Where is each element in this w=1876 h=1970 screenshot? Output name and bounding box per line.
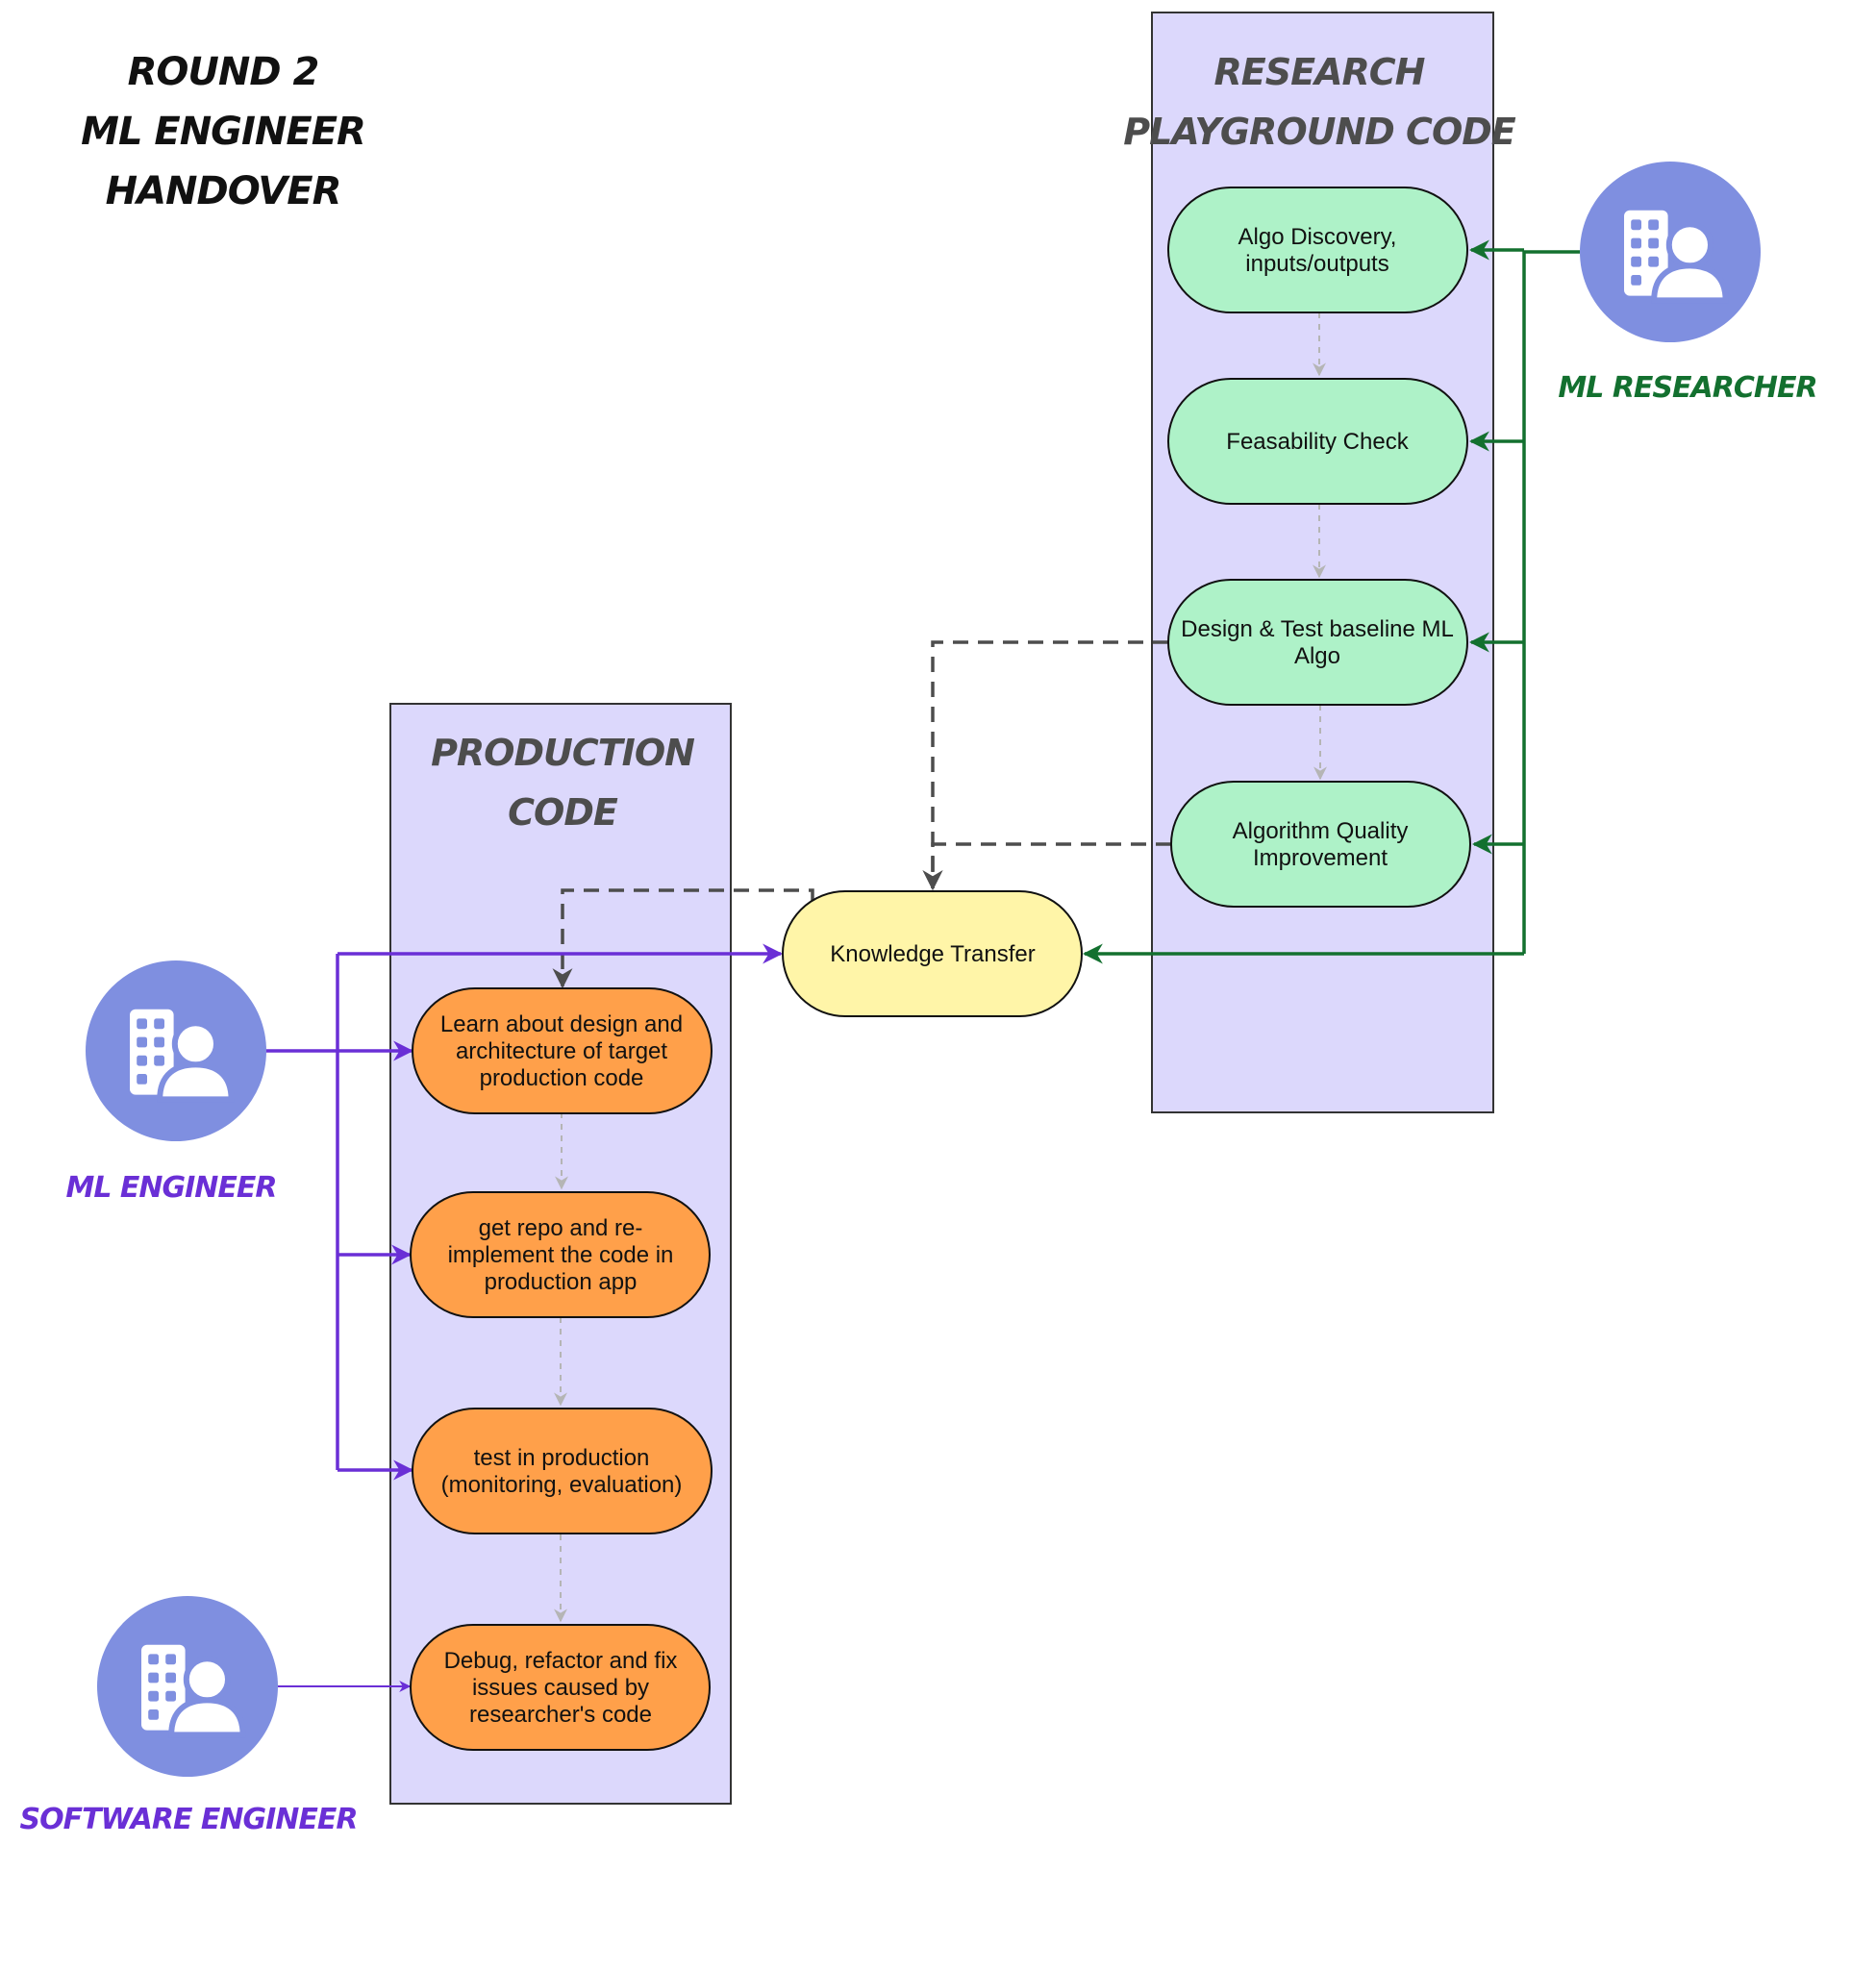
production-step-1-line-2: architecture of target [456, 1038, 667, 1064]
research-step-4-line-1: Algorithm Quality [1233, 818, 1409, 844]
step-connectors [554, 312, 1327, 1623]
research-step-2: Feasability Check [1167, 378, 1468, 505]
research-step-1-line-2: inputs/outputs [1245, 251, 1388, 277]
software-engineer-label: SOFTWARE ENGINEER [20, 1803, 358, 1836]
research-step-1: Algo Discovery, inputs/outputs [1167, 187, 1468, 313]
ml-researcher-avatar [1580, 162, 1761, 342]
research-lane-title-2: PLAYGROUND CODE [1123, 111, 1516, 153]
researcher-arrows [1082, 239, 1580, 964]
research-step-4: Algorithm Quality Improvement [1170, 781, 1471, 908]
production-step-4: Debug, refactor and fix issues caused by… [410, 1624, 711, 1751]
research-lane [1151, 12, 1494, 1113]
research-step-3-line-2: Algo [1294, 643, 1340, 669]
link-quality-to-kt [922, 842, 1171, 891]
knowledge-transfer-label: Knowledge Transfer [830, 941, 1035, 967]
production-lane-title-2: CODE [508, 791, 618, 834]
link-design-to-kt [922, 640, 1168, 891]
production-step-4-line-3: researcher's code [469, 1702, 652, 1728]
software-engineer-avatar [97, 1596, 278, 1777]
production-step-2-line-3: production app [485, 1269, 638, 1295]
research-lane-title-1: RESEARCH [1214, 51, 1425, 93]
production-step-4-line-1: Debug, refactor and fix [444, 1648, 678, 1674]
production-lane-title-1: PRODUCTION [431, 732, 694, 774]
research-step-4-line-2: Improvement [1253, 845, 1388, 871]
production-step-2-line-1: get repo and re- [479, 1215, 643, 1241]
title-line-2: ML ENGINEER [81, 110, 365, 154]
researcher-trunk [1522, 250, 1580, 954]
production-step-1-line-3: production code [480, 1065, 644, 1091]
research-step-1-line-1: Algo Discovery, [1238, 224, 1397, 250]
ml-engineer-avatar [86, 960, 266, 1141]
ml-researcher-label: ML RESEARCHER [1558, 371, 1816, 405]
ml-engineer-label: ML ENGINEER [66, 1171, 277, 1205]
engineer-arrows [265, 943, 784, 1481]
production-step-3-line-2: (monitoring, evaluation) [441, 1472, 683, 1498]
production-step-2: get repo and re- implement the code in p… [410, 1191, 711, 1318]
production-step-3-line-1: test in production [474, 1445, 650, 1471]
title-line-1: ROUND 2 [128, 50, 319, 94]
research-step-2-line-1: Feasability Check [1226, 429, 1409, 455]
diagram-title: ROUND 2 ML ENGINEER HANDOVER [81, 50, 366, 213]
title-line-3: HANDOVER [106, 169, 341, 213]
production-step-1-line-1: Learn about design and [440, 1011, 683, 1037]
knowledge-transfer-node: Knowledge Transfer [782, 890, 1083, 1017]
link-kt-to-learn [552, 888, 814, 989]
production-step-3: test in production (monitoring, evaluati… [412, 1408, 713, 1534]
research-step-3: Design & Test baseline ML Algo [1167, 579, 1468, 706]
production-step-1: Learn about design and architecture of t… [412, 987, 713, 1114]
production-step-2-line-2: implement the code in [448, 1242, 674, 1268]
research-step-3-line-1: Design & Test baseline ML [1181, 616, 1454, 642]
production-step-4-line-2: issues caused by [472, 1675, 649, 1701]
knowledge-links [552, 640, 1171, 989]
